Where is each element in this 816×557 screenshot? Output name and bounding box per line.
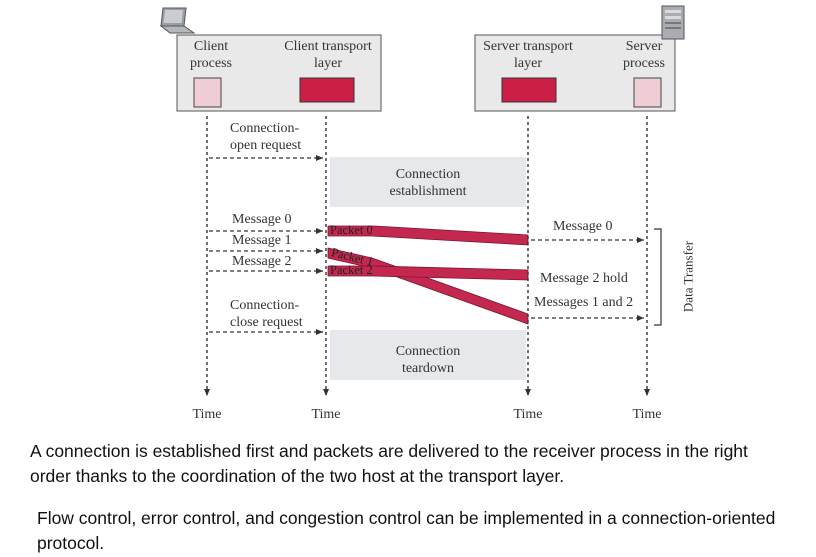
- message-2-label: Message 2: [232, 254, 292, 269]
- time-label-server-process: Time: [632, 407, 662, 422]
- server-transport-box: [501, 77, 557, 103]
- laptop-icon: [159, 7, 196, 34]
- message-0-label: Message 0: [232, 212, 292, 227]
- establishment-band: [330, 157, 526, 207]
- teardown-band: [330, 330, 526, 380]
- caption-control: Flow control, error control, and congest…: [37, 508, 776, 553]
- time-label-server-transport: Time: [513, 407, 543, 422]
- server-process-box: [633, 77, 662, 108]
- packet-0-label: Packet 0: [330, 223, 373, 237]
- server-tower-icon: [661, 5, 685, 40]
- close-request-label: Connection-close request: [230, 298, 303, 330]
- caption-connection: A connection is established first and pa…: [30, 441, 748, 486]
- time-label-client-process: Time: [192, 407, 222, 422]
- packet-2-label: Packet 2: [330, 263, 373, 277]
- open-request-label: Connection-open request: [230, 121, 302, 153]
- messages-1-2-label: Messages 1 and 2: [534, 295, 634, 310]
- time-label-client-transport: Time: [311, 407, 341, 422]
- server-message-0-label: Message 0: [553, 219, 613, 234]
- client-transport-box: [299, 77, 355, 103]
- data-transfer-bracket: [654, 228, 662, 326]
- message-1-label: Message 1: [232, 233, 292, 248]
- client-process-box: [193, 77, 222, 108]
- data-transfer-label: Data Transfer: [680, 240, 696, 313]
- message-2-hold-label: Message 2 hold: [540, 271, 628, 286]
